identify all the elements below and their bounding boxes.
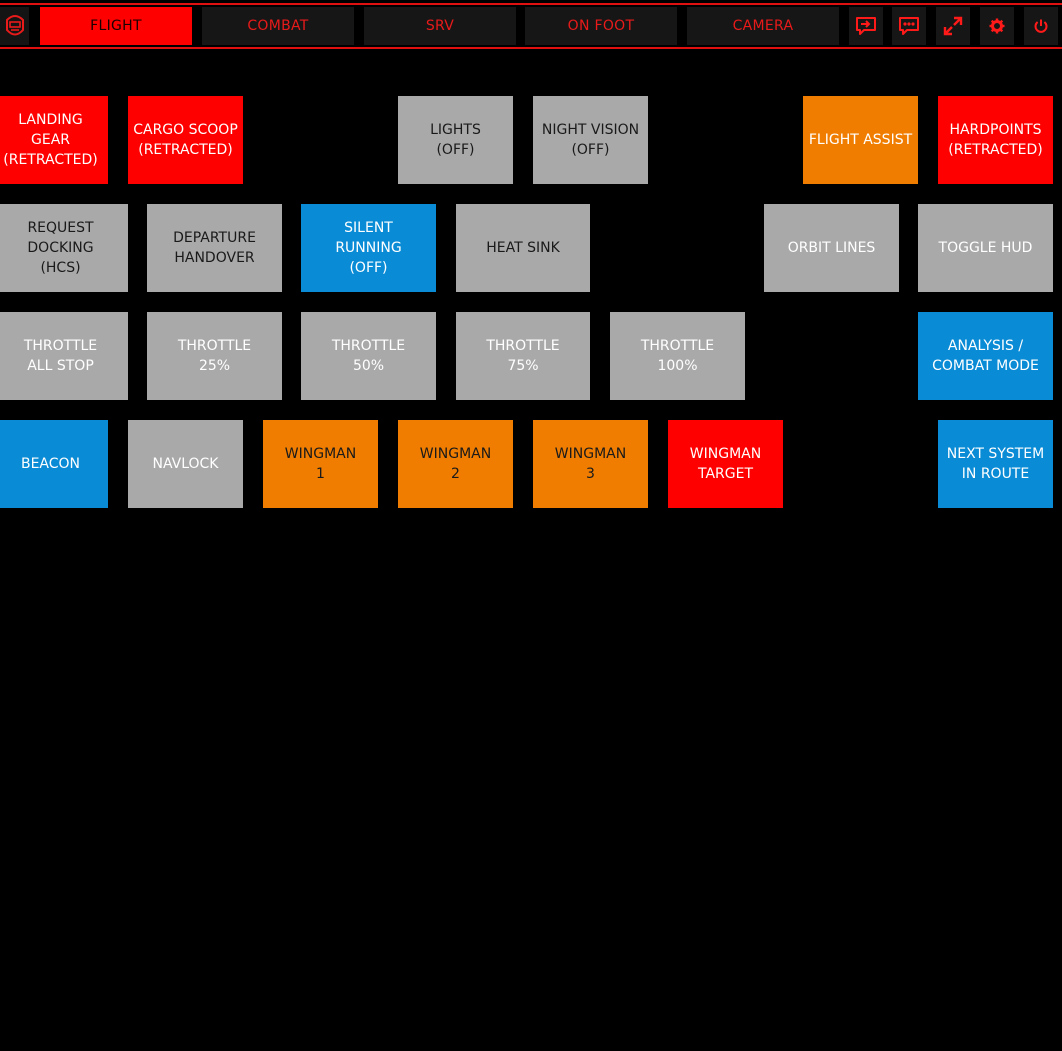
departure-handover-button[interactable]: DEPARTURE HANDOVER xyxy=(147,204,282,292)
throttle-50-button[interactable]: THROTTLE 50% xyxy=(301,312,436,400)
navlock-button[interactable]: NAVLOCK xyxy=(128,420,243,508)
cargo-scoop-button[interactable]: CARGO SCOOP (RETRACTED) xyxy=(128,96,243,184)
silent-running-button[interactable]: SILENT RUNNING (OFF) xyxy=(301,204,436,292)
tab-camera[interactable]: CAMERA xyxy=(687,7,839,45)
night-vision-button[interactable]: NIGHT VISION (OFF) xyxy=(533,96,648,184)
gear-icon[interactable] xyxy=(980,7,1014,45)
wingman-target-button[interactable]: WINGMAN TARGET xyxy=(668,420,783,508)
wingman-2-button[interactable]: WINGMAN 2 xyxy=(398,420,513,508)
helmet-logo-icon[interactable] xyxy=(0,7,29,45)
next-system-in-route-button[interactable]: NEXT SYSTEM IN ROUTE xyxy=(938,420,1053,508)
request-docking-button[interactable]: REQUEST DOCKING (HCS) xyxy=(0,204,128,292)
top-bar: FLIGHT COMBAT SRV ON FOOT CAMERA xyxy=(0,0,1062,51)
chat-dots-icon[interactable] xyxy=(892,7,926,45)
tab-flight[interactable]: FLIGHT xyxy=(40,7,192,45)
throttle-100-button[interactable]: THROTTLE 100% xyxy=(610,312,745,400)
tab-on-foot[interactable]: ON FOOT xyxy=(525,7,677,45)
expand-icon[interactable] xyxy=(936,7,970,45)
throttle-75-button[interactable]: THROTTLE 75% xyxy=(456,312,590,400)
flight-assist-button[interactable]: FLIGHT ASSIST xyxy=(803,96,918,184)
top-rule xyxy=(0,3,1062,5)
toggle-hud-button[interactable]: TOGGLE HUD xyxy=(918,204,1053,292)
tab-srv[interactable]: SRV xyxy=(364,7,516,45)
orbit-lines-button[interactable]: ORBIT LINES xyxy=(764,204,899,292)
heat-sink-button[interactable]: HEAT SINK xyxy=(456,204,590,292)
message-send-icon[interactable] xyxy=(849,7,883,45)
analysis-combat-mode-button[interactable]: ANALYSIS / COMBAT MODE xyxy=(918,312,1053,400)
wingman-1-button[interactable]: WINGMAN 1 xyxy=(263,420,378,508)
hardpoints-button[interactable]: HARDPOINTS (RETRACTED) xyxy=(938,96,1053,184)
wingman-3-button[interactable]: WINGMAN 3 xyxy=(533,420,648,508)
power-icon[interactable] xyxy=(1024,7,1058,45)
landing-gear-button[interactable]: LANDING GEAR (RETRACTED) xyxy=(0,96,108,184)
throttle-all-stop-button[interactable]: THROTTLE ALL STOP xyxy=(0,312,128,400)
bottom-rule xyxy=(0,47,1062,49)
lights-button[interactable]: LIGHTS (OFF) xyxy=(398,96,513,184)
beacon-button[interactable]: BEACON xyxy=(0,420,108,508)
throttle-25-button[interactable]: THROTTLE 25% xyxy=(147,312,282,400)
tab-combat[interactable]: COMBAT xyxy=(202,7,354,45)
